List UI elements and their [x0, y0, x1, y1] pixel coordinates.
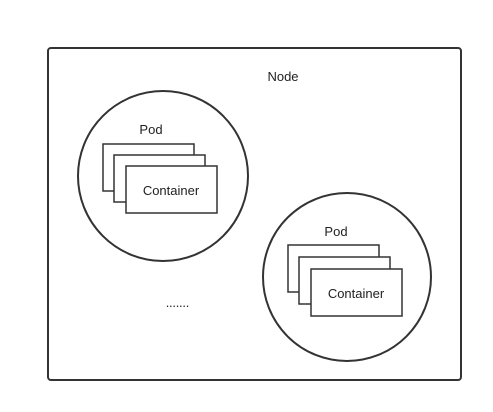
- node-box: [47, 47, 462, 381]
- pod-2: Pod Container: [262, 192, 432, 362]
- pod-label: Pod: [139, 122, 162, 137]
- container-label: Container: [143, 183, 200, 198]
- pod-circle: [262, 192, 432, 362]
- node-label: Node: [267, 69, 298, 84]
- container-box-front: [310, 268, 403, 317]
- ellipsis-dots: ·······: [165, 298, 188, 313]
- container-label: Container: [328, 286, 385, 301]
- pod-1: Pod Container: [77, 90, 249, 262]
- pod-label: Pod: [324, 224, 347, 239]
- container-box-front: [125, 165, 218, 214]
- pod-circle: [77, 90, 249, 262]
